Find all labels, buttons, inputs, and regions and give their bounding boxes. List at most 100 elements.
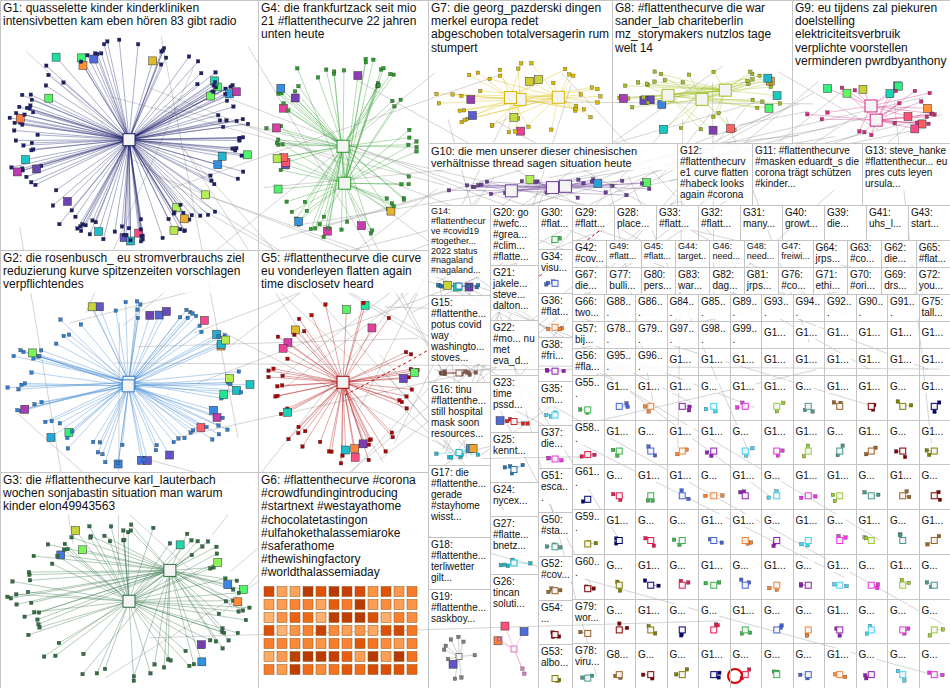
vertex-edge: [827, 106, 871, 113]
vertex: [377, 84, 381, 88]
vertex: [385, 197, 389, 201]
vertex: [99, 52, 103, 56]
vertex: [42, 655, 46, 659]
vertex: [286, 357, 290, 361]
vertex: [643, 405, 647, 409]
hub-vertex: [711, 537, 717, 543]
vertex: [153, 663, 157, 667]
vertex-cluster: [545, 411, 558, 418]
vertex-edge: [44, 570, 170, 656]
vertex-image: [72, 526, 80, 534]
vertex-edge: [702, 79, 768, 100]
hub-vertex: [711, 403, 717, 409]
vertex-image: [90, 55, 98, 63]
vertex: [231, 83, 235, 87]
vertex: [94, 220, 98, 224]
vertex: [275, 141, 279, 145]
vertex-image: [213, 330, 221, 338]
vertex: [231, 588, 235, 592]
hub-vertex: [552, 368, 558, 374]
vertex: [442, 648, 446, 652]
vertex: [240, 154, 244, 158]
vertex: [222, 631, 226, 635]
vertex-edge: [299, 146, 343, 224]
vertex: [589, 115, 593, 119]
vertex-edge: [822, 119, 876, 121]
vertex-edge: [59, 140, 129, 224]
vertex-image: [355, 665, 365, 675]
vertex-cluster: [894, 448, 906, 459]
vertex-image: [226, 374, 234, 382]
hub-vertex: [868, 448, 874, 454]
vertex: [322, 215, 326, 219]
vertex-edge: [53, 140, 129, 206]
vertex-edge: [305, 382, 343, 431]
vertex-image: [323, 227, 331, 235]
vertex-image: [517, 127, 525, 135]
vertex-edge: [16, 139, 129, 141]
vertex-cluster: [435, 61, 602, 135]
vertex-image: [232, 88, 240, 96]
vertex-edge: [299, 382, 343, 427]
vertex-cluster: [6, 300, 254, 468]
vertex: [463, 118, 467, 122]
vertex: [139, 217, 143, 221]
vertex: [117, 38, 121, 42]
vertex-cluster: [439, 370, 477, 377]
vertex: [102, 42, 106, 46]
hub-vertex: [774, 537, 780, 543]
vertex-image: [264, 665, 274, 675]
hub-vertex: [552, 324, 558, 330]
vertex: [558, 588, 562, 592]
vertex: [279, 412, 283, 416]
vertex: [806, 112, 810, 116]
vertex-cluster: [618, 70, 782, 134]
vertex: [652, 544, 656, 548]
vertex-edge: [871, 106, 928, 108]
vertex-cluster: [679, 489, 690, 501]
vertex: [212, 90, 216, 94]
vertex-image: [277, 587, 287, 597]
vertex: [404, 350, 408, 354]
vertex-image: [894, 82, 902, 90]
vertex: [205, 425, 209, 429]
vertex: [407, 143, 411, 147]
vertex: [28, 579, 32, 583]
vertex-cluster: [868, 403, 876, 411]
vertex: [8, 116, 12, 120]
vertex-edge: [129, 82, 215, 140]
vertex: [241, 117, 245, 121]
vertex-edge: [303, 382, 343, 446]
vertex-edge: [343, 382, 386, 451]
vertex: [574, 107, 578, 111]
vertex-edge: [105, 601, 129, 669]
vertex-cluster: [704, 581, 721, 589]
vertex-edge: [343, 305, 365, 382]
vertex-edge: [128, 386, 217, 418]
vertex-edge: [129, 44, 138, 139]
vertex: [183, 229, 187, 233]
vertex: [132, 675, 136, 679]
vertex: [58, 222, 62, 226]
vertex-edge: [449, 190, 511, 192]
hub-vertex: [616, 493, 622, 499]
vertex-cluster: [772, 537, 780, 547]
vertex-image: [394, 652, 404, 662]
vertex-edge: [343, 138, 409, 147]
hub-vertex: [711, 582, 717, 588]
vertex: [178, 227, 182, 231]
vertex-edge: [128, 386, 143, 460]
vertex-edge: [55, 601, 129, 655]
vertex: [302, 329, 306, 333]
vertex-edge: [170, 567, 214, 570]
vertex-image: [407, 665, 417, 675]
vertex-edge: [343, 75, 394, 147]
vertex-cluster: [265, 57, 419, 239]
vertex: [29, 181, 33, 185]
vertex-edge: [93, 140, 129, 221]
vertex: [208, 639, 212, 643]
vertex-image: [394, 600, 404, 610]
vertex: [79, 229, 83, 233]
vertex-edge: [28, 601, 129, 635]
vertex: [457, 635, 461, 639]
